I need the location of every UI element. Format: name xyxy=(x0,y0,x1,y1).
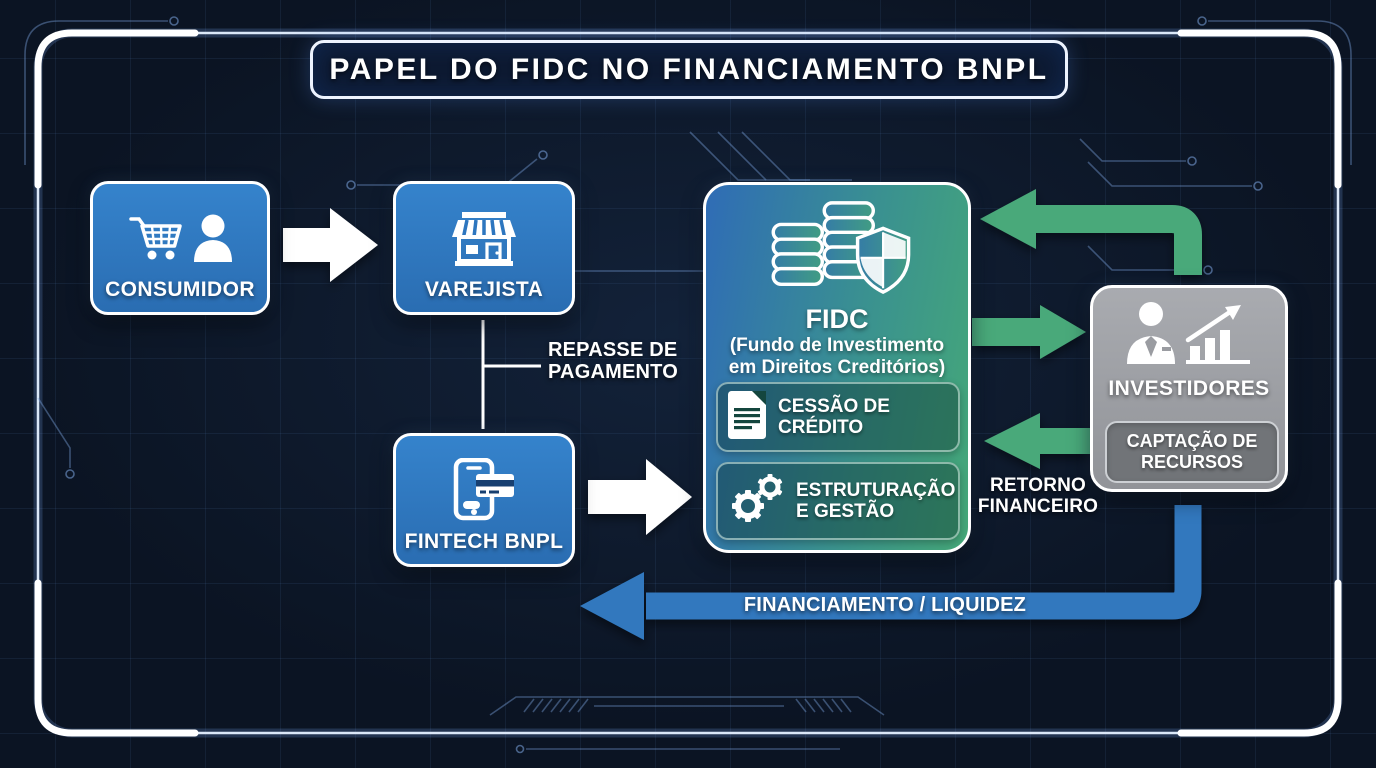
captacao-line2: RECURSOS xyxy=(1140,452,1243,472)
fidc-subtitle: (Fundo de Investimento em Direitos Credi… xyxy=(729,335,945,380)
fidc-item-estruturacao-label: ESTRUTURAÇÃO E GESTÃO xyxy=(796,480,955,523)
fidc-subtitle-line2: em Direitos Creditórios) xyxy=(728,357,946,379)
retorno-line1: RETORNO xyxy=(989,475,1087,496)
node-varejista-label: VAREJISTA xyxy=(424,278,544,301)
arrow-consumidor-varejista xyxy=(283,208,378,282)
node-fintech-label: FINTECH BNPL xyxy=(404,530,564,553)
bottom-hatch-decoration xyxy=(489,696,885,716)
connector-varejista-fintech xyxy=(481,320,541,429)
gears-icon xyxy=(728,472,784,531)
investidores-captacao-box: CAPTAÇÃO DE RECURSOS xyxy=(1105,421,1279,483)
captacao-line1: CAPTAÇÃO DE xyxy=(1126,431,1258,452)
fidc-item-cessao-line2: CRÉDITO xyxy=(778,417,864,438)
arrow-fintech-fidc xyxy=(588,459,692,535)
coins-shield-icon xyxy=(762,197,912,304)
fidc-item-estruturacao-gestao: ESTRUTURAÇÃO E GESTÃO xyxy=(716,462,960,540)
retorno-line2: FINANCEIRO xyxy=(977,496,1099,518)
label-financiamento-liquidez: FINANCIAMENTO / LIQUIDEZ xyxy=(730,594,1040,616)
fidc-item-cessao-de-credito: CESSÃO DE CRÉDITO xyxy=(716,382,960,452)
node-investidores-label: INVESTIDORES xyxy=(1108,377,1270,400)
node-consumidor-label: CONSUMIDOR xyxy=(105,278,255,301)
arrow-fidc-investidores xyxy=(972,305,1086,359)
node-fidc: FIDC (Fundo de Investimento em Direitos … xyxy=(703,182,971,553)
storefront-icon xyxy=(449,198,519,278)
fidc-item-cessao-line1: CESSÃO DE xyxy=(778,395,890,417)
repasse-line1: REPASSE DE xyxy=(548,339,678,361)
node-consumidor: CONSUMIDOR xyxy=(90,181,270,315)
node-investidores: INVESTIDORES CAPTAÇÃO DE RECURSOS xyxy=(1090,285,1288,492)
node-varejista: VAREJISTA xyxy=(393,181,575,315)
title-box: PAPEL DO FIDC NO FINANCIAMENTO BNPL xyxy=(310,40,1068,99)
node-fintech: FINTECH BNPL xyxy=(393,433,575,567)
fidc-title: FIDC xyxy=(805,304,869,334)
financiamento-label: FINANCIAMENTO / LIQUIDEZ xyxy=(743,594,1027,616)
fidc-subtitle-line1: (Fundo de Investimento xyxy=(729,335,945,356)
arrow-investidores-fidc-top xyxy=(980,189,1202,275)
label-retorno-financeiro: RETORNO FINANCEIRO xyxy=(963,475,1113,518)
fidc-item-cessao-label: CESSÃO DE CRÉDITO xyxy=(778,396,890,439)
arrow-retorno-financeiro xyxy=(984,413,1090,469)
label-repasse-de-pagamento: REPASSE DE PAGAMENTO xyxy=(548,339,718,384)
fidc-item-estruturacao-line2: E GESTÃO xyxy=(796,501,895,522)
phone-card-icon xyxy=(452,450,516,530)
fidc-item-estruturacao-line1: ESTRUTURAÇÃO xyxy=(796,479,956,501)
investor-chart-icon xyxy=(1124,300,1254,371)
document-icon xyxy=(728,390,766,444)
repasse-line2: PAGAMENTO xyxy=(548,361,678,384)
cart-person-icon xyxy=(127,198,234,278)
page-title: PAPEL DO FIDC NO FINANCIAMENTO BNPL xyxy=(329,52,1049,86)
